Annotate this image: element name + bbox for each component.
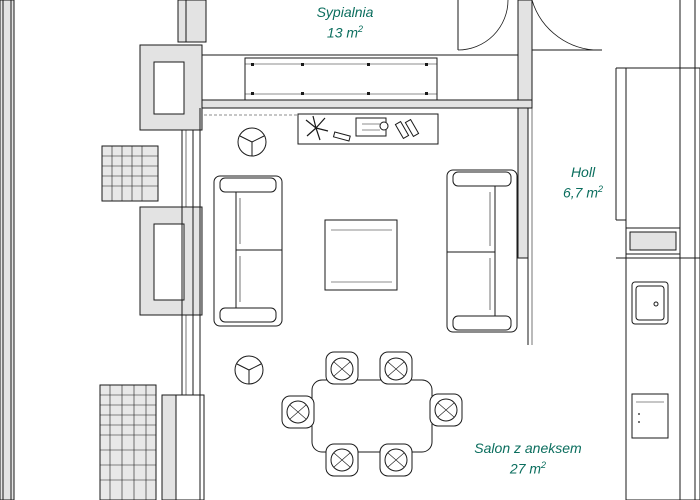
dining-chair-icon [429, 393, 463, 427]
stove-icon[interactable] [631, 393, 669, 439]
sink-icon[interactable] [631, 281, 669, 325]
dining-chair-icon [379, 443, 413, 477]
floor-lamp-icon [234, 355, 264, 385]
dining-chair-icon [325, 351, 359, 385]
balcony-basket-top [101, 145, 159, 202]
window-bay-top [139, 44, 203, 131]
dining-table [311, 379, 433, 453]
room-area: 13 m2 [326, 24, 364, 41]
salon-left-wall [181, 108, 201, 500]
dining-chair-icon [379, 351, 413, 385]
window-bay-bottom [161, 394, 205, 500]
room-name: Sypialnia [316, 4, 374, 20]
kitchen-counter [616, 227, 700, 500]
holl-door[interactable] [531, 0, 603, 51]
remote-icon [332, 118, 420, 142]
room-area: 27 m2 [509, 460, 547, 477]
room-label-holl: Holl 6,7 m2 [548, 164, 618, 202]
floor-lamp-icon [237, 127, 267, 157]
room-name: Holl [570, 164, 596, 180]
salon-holl-wall [517, 107, 533, 345]
plant-icon [305, 115, 329, 141]
bedroom-door[interactable] [457, 0, 509, 51]
bedroom-walls [177, 0, 533, 106]
coffee-table [324, 219, 398, 291]
room-label-salon: Salon z aneksem 27 m2 [458, 440, 598, 478]
balcony-basket-bottom [99, 384, 157, 500]
room-name: Salon z aneksem [474, 440, 582, 456]
dining-chair-icon [281, 395, 315, 429]
window-bay-middle [139, 206, 203, 316]
room-area: 6,7 m2 [562, 184, 604, 201]
sofa-icon [213, 175, 283, 327]
sofa-icon [446, 169, 518, 333]
dining-chair-icon [325, 443, 359, 477]
tv-cabinet [297, 113, 439, 145]
left-exterior-wall [0, 0, 15, 500]
wardrobe [244, 57, 438, 101]
room-label-sypialnia: Sypialnia 13 m2 [290, 4, 400, 42]
